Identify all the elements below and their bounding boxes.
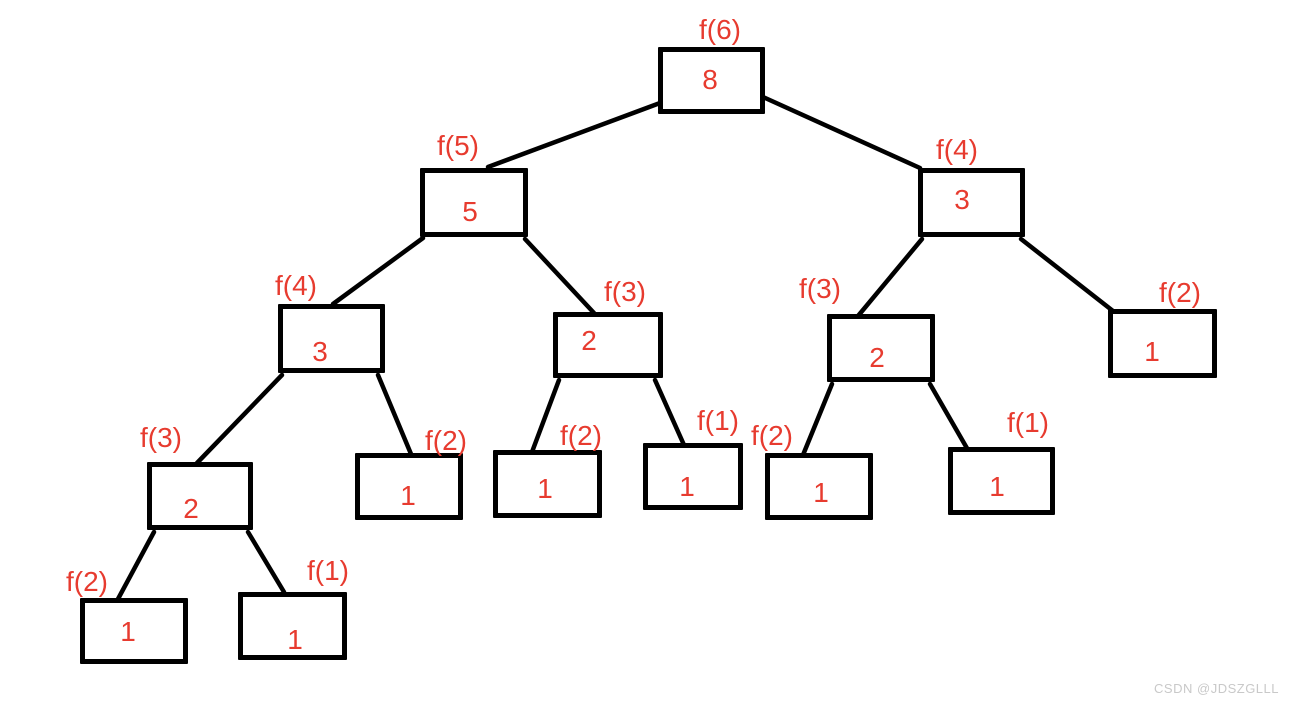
node-value: 1 [679,471,695,502]
node-call-label: f(1) [1007,407,1049,438]
tree-node-box [643,443,743,510]
node-call-label: f(4) [275,270,317,301]
node-call-label: f(3) [604,276,646,307]
node-call-label: f(2) [66,566,108,597]
tree-node-box [80,598,188,664]
edge [375,372,414,457]
edge [800,381,835,458]
edge [485,100,663,170]
node-call-label: f(3) [799,273,841,304]
node-call-label: f(2) [751,420,793,451]
node-call-label: f(5) [437,130,479,161]
node-call-label: f(6) [699,14,741,45]
node-call-label: f(2) [1159,277,1201,308]
edge [927,381,971,453]
tree-node-box [420,168,528,237]
edge [522,236,597,316]
edge [855,236,925,319]
tree-node-box [918,168,1025,237]
tree-node-box [238,592,347,660]
tree-node-box [493,450,602,518]
node-value: 5 [462,196,478,227]
tree-node-box [553,312,663,378]
node-call-label: f(2) [425,425,467,456]
node-call-label: f(1) [697,405,739,436]
node-call-label: f(4) [936,134,978,165]
node-value: 3 [954,184,970,215]
node-value: 1 [120,616,136,647]
node-value: 2 [581,325,597,356]
node-call-label: f(3) [140,422,182,453]
watermark: CSDN @JDSZGLLL [1154,681,1279,696]
edge [115,529,157,602]
node-call-label: f(2) [560,420,602,451]
node-value: 1 [989,471,1005,502]
edge [194,372,285,466]
edge [652,377,687,448]
tree-node-box [147,462,253,530]
edge [760,94,923,171]
edge [330,235,426,307]
node-call-label: f(1) [307,555,349,586]
tree-node-box [827,314,935,382]
node-value: 1 [537,473,553,504]
tree-node-box [948,447,1055,515]
node-value: 1 [287,624,303,655]
node-value: 8 [702,64,718,95]
tree-node-box [658,47,765,114]
node-value: 3 [312,336,328,367]
edge [529,377,562,455]
tree-node-box [1108,309,1217,378]
node-value: 1 [1144,336,1160,367]
node-value: 2 [183,493,199,524]
tree-node-box [765,453,873,520]
node-value: 1 [813,477,829,508]
node-value: 1 [400,480,416,511]
tree-node-box [355,453,463,520]
node-value: 2 [869,342,885,373]
edge [1018,236,1116,314]
edge [245,529,287,595]
tree-node-box [278,304,385,373]
